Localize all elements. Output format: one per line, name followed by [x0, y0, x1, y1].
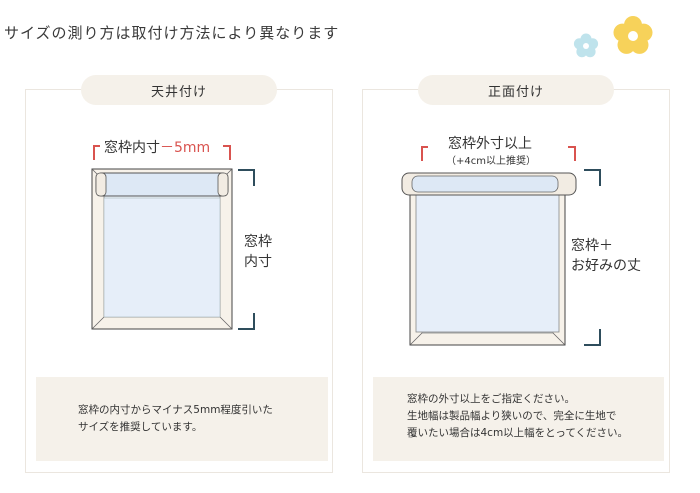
- left-width-adjust: －5mm: [160, 140, 211, 156]
- page-heading: サイズの測り方は取付け方法により異なります: [4, 24, 340, 42]
- front-mount-note: 窓枠の外寸以上をご指定ください。 生地幅は製品幅より狭いので、完全に生地で 覆い…: [373, 377, 664, 461]
- right-width-label: 窓枠外寸以上: [448, 136, 532, 152]
- left-height-label-2: 内寸: [244, 254, 272, 270]
- left-width-bracket: [93, 145, 100, 160]
- front-mount-title: 正面付け: [418, 75, 614, 105]
- left-width-text: 窓枠内寸: [104, 140, 160, 156]
- front-note-line: 覆いたい場合は4cm以上幅をとってください。: [407, 427, 629, 439]
- ceiling-mount-window-illustration: [91, 168, 233, 330]
- left-height-label-1: 窓枠: [244, 234, 272, 250]
- right-width-sub-label: （+4cm以上推奨）: [446, 156, 536, 167]
- ceiling-mount-title: 天井付け: [81, 75, 277, 105]
- ceiling-note-line: 窓枠の内寸からマイナス5mm程度引いた: [78, 404, 273, 416]
- left-height-bracket: [238, 169, 255, 186]
- left-width-label: 窓枠内寸－5mm: [104, 137, 210, 157]
- right-height-label-1: 窓枠＋: [571, 238, 613, 254]
- front-note-line: 生地幅は製品幅より狭いので、完全に生地で: [407, 410, 617, 422]
- ceiling-note-line: サイズを推奨しています。: [78, 421, 203, 433]
- right-height-bracket: [584, 169, 601, 186]
- front-note-line: 窓枠の外寸以上をご指定ください。: [407, 393, 575, 405]
- ceiling-mount-note: 窓枠の内寸からマイナス5mm程度引いた サイズを推奨しています。: [36, 377, 328, 461]
- right-width-bracket: [421, 146, 428, 161]
- flower-decoration-icon: [573, 16, 653, 58]
- front-mount-window-illustration: [401, 172, 577, 346]
- right-height-label-2: お好みの丈: [571, 258, 641, 274]
